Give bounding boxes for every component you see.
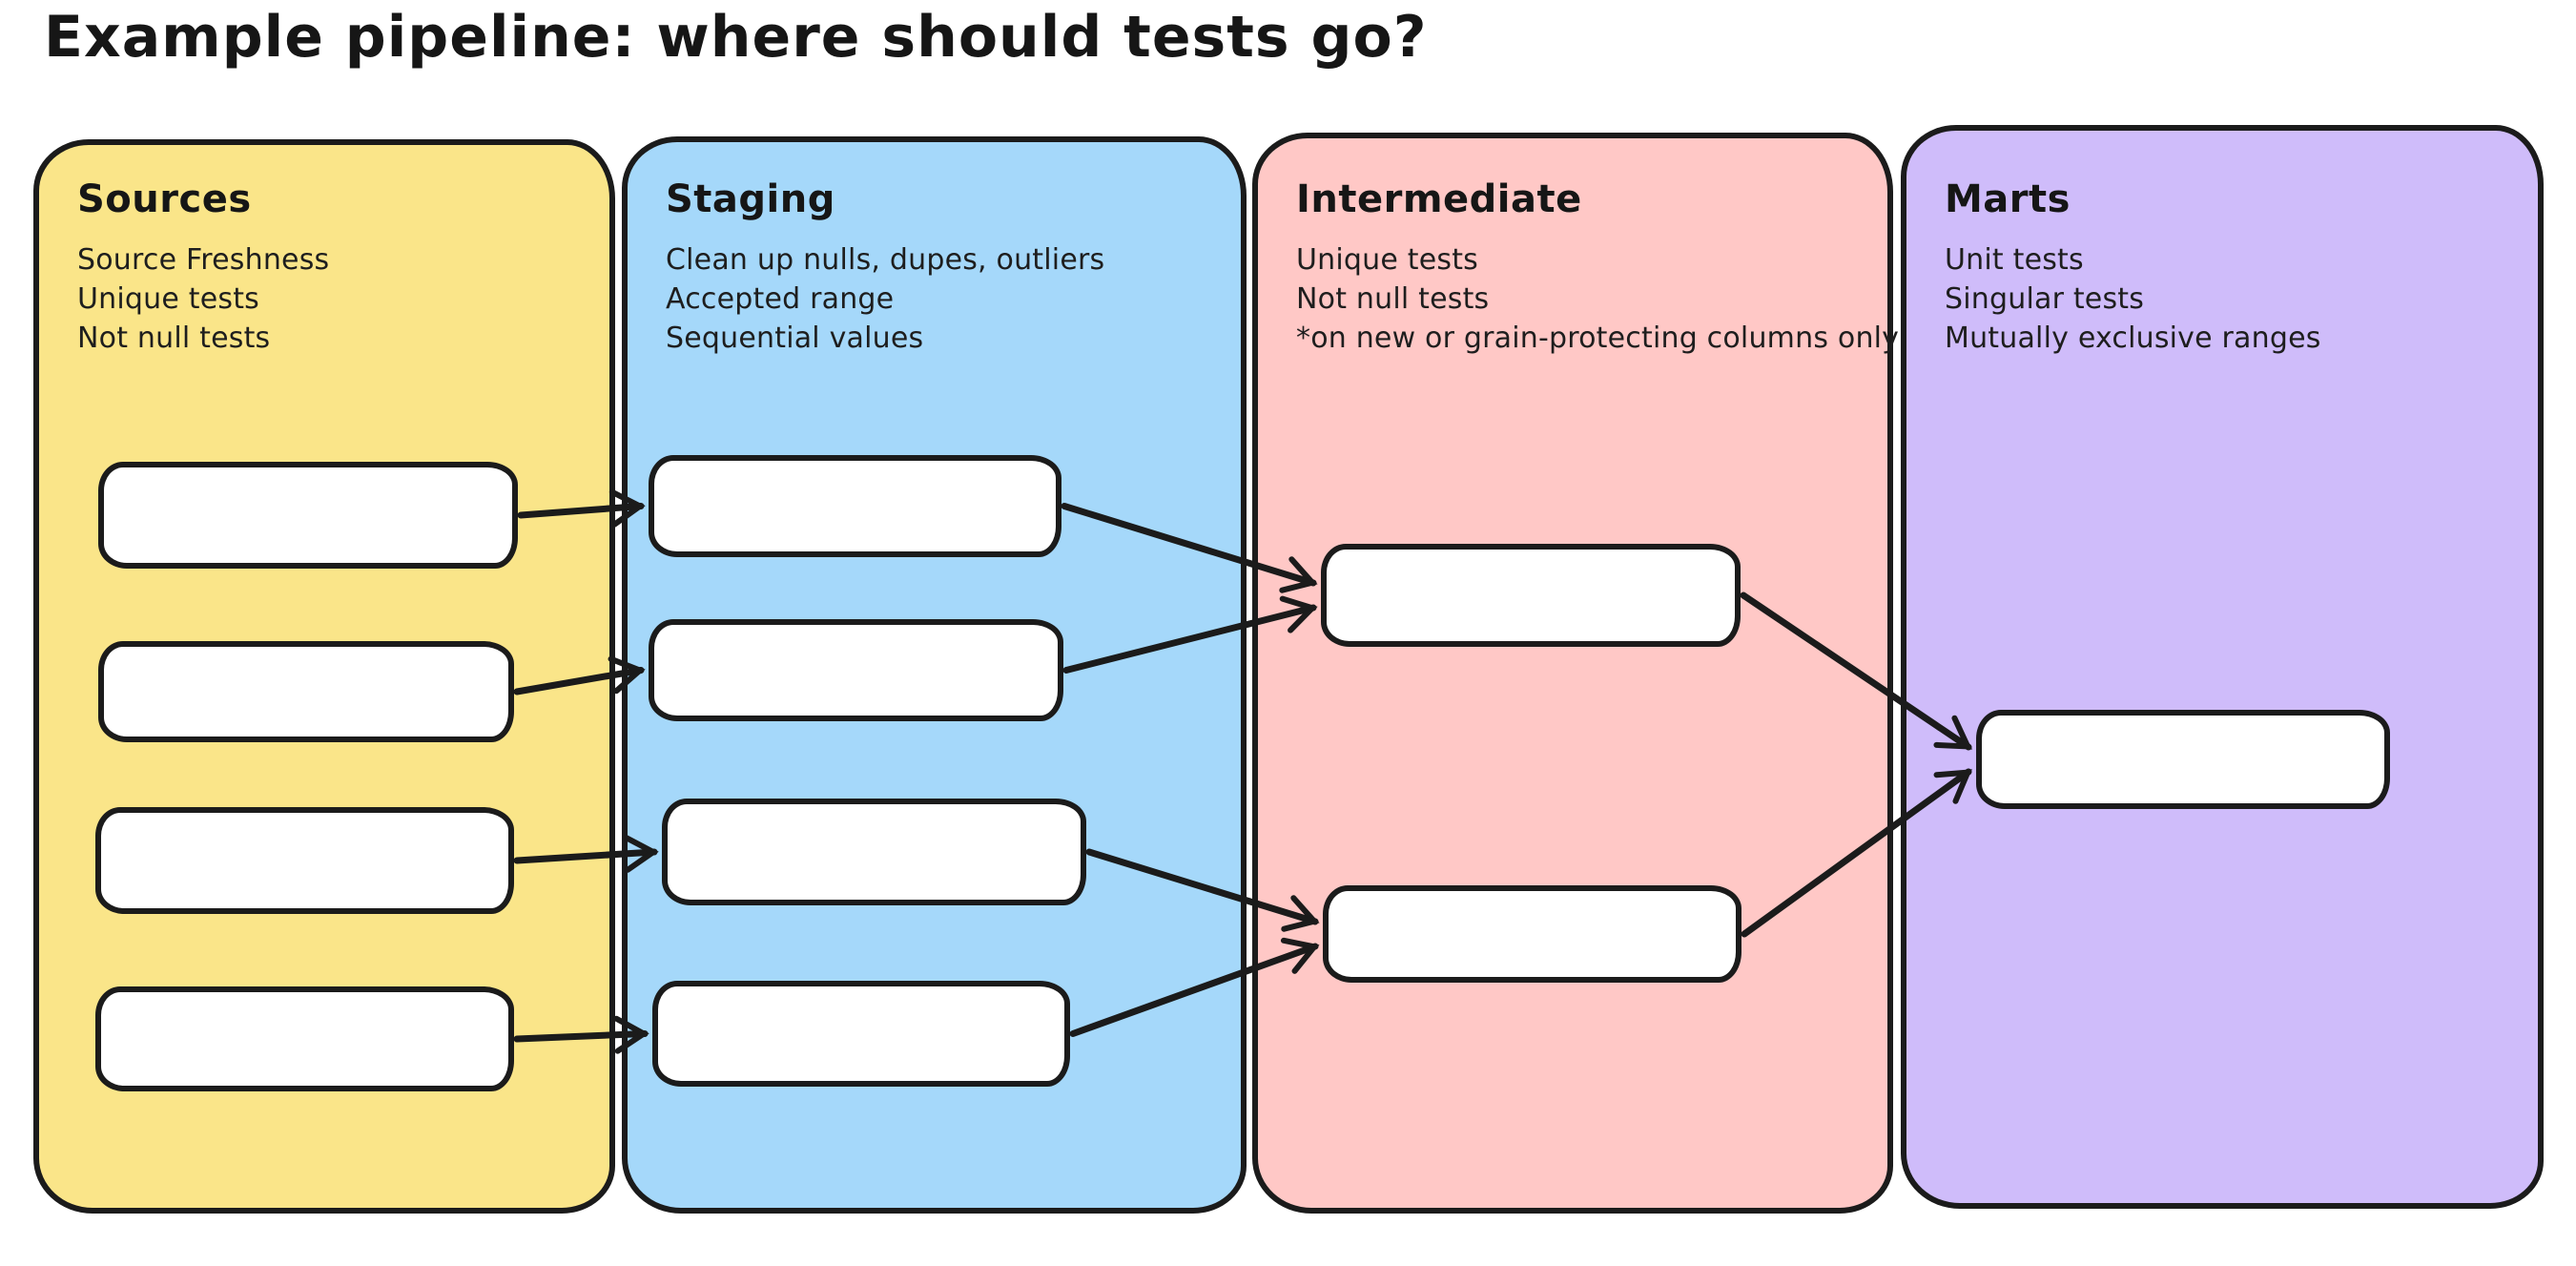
model-box-intermediate-2 [1323, 885, 1741, 983]
note-line: Unit tests [1945, 243, 2084, 277]
note-line: Sequential values [666, 322, 924, 355]
note-line: Source Freshness [77, 243, 330, 277]
note-line: Clean up nulls, dupes, outliers [666, 243, 1105, 277]
column-header-intermediate: Intermediate [1296, 177, 1582, 221]
model-box-staging-3 [662, 799, 1086, 905]
model-box-sources-1 [98, 462, 518, 569]
column-header-sources: Sources [77, 177, 252, 221]
model-box-sources-3 [95, 807, 514, 914]
note-line: Unique tests [1296, 243, 1478, 277]
column-marts [1901, 125, 2544, 1209]
model-box-sources-2 [98, 641, 514, 742]
note-line: Singular tests [1945, 282, 2145, 316]
page-title: Example pipeline: where should tests go? [44, 4, 1428, 71]
column-header-staging: Staging [666, 177, 835, 221]
note-line: Unique tests [77, 282, 259, 316]
note-line: Not null tests [77, 322, 271, 355]
note-line: Not null tests [1296, 282, 1490, 316]
model-box-staging-4 [652, 981, 1070, 1087]
model-box-staging-1 [649, 455, 1061, 557]
note-line: Accepted range [666, 282, 895, 316]
column-header-marts: Marts [1945, 177, 2071, 221]
note-line: Mutually exclusive ranges [1945, 322, 2321, 355]
note-line: *on new or grain-protecting columns only [1296, 322, 1900, 355]
model-box-staging-2 [649, 619, 1063, 721]
model-box-intermediate-1 [1321, 544, 1741, 647]
model-box-sources-4 [95, 986, 514, 1091]
model-box-marts-1 [1976, 710, 2390, 809]
